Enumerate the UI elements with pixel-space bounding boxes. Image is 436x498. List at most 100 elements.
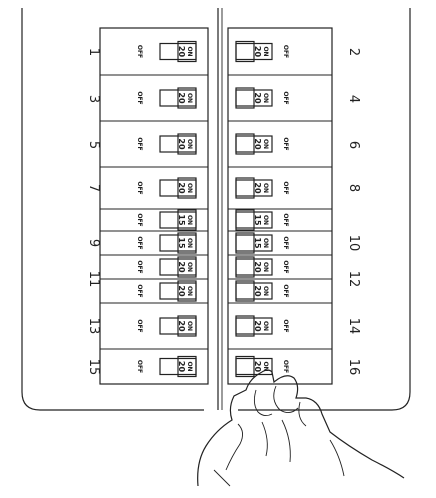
circuit-number: 8: [346, 184, 361, 192]
circuit-number: 6: [346, 141, 361, 149]
off-label: OFF: [282, 213, 289, 226]
circuit-number: 4: [346, 95, 361, 103]
off-label: OFF: [136, 319, 143, 332]
off-label: OFF: [282, 236, 289, 249]
amp-rating: 20: [177, 320, 186, 332]
off-label: OFF: [136, 213, 143, 226]
on-label: ON: [262, 183, 269, 193]
amp-rating: 20: [177, 92, 186, 104]
amp-rating: 20: [253, 46, 262, 58]
on-label: ON: [262, 46, 269, 56]
amp-rating: 20: [253, 182, 262, 194]
panel-outline: [21, 8, 411, 411]
off-label: OFF: [282, 45, 289, 58]
on-label: ON: [186, 321, 193, 331]
amp-rating: 15: [253, 237, 262, 249]
amp-rating: 20: [177, 138, 186, 150]
off-label: OFF: [136, 360, 143, 373]
on-label: ON: [262, 262, 269, 272]
on-label: ON: [262, 139, 269, 149]
amp-rating: 20: [253, 285, 262, 297]
right-breaker-column: [227, 27, 333, 385]
off-label: OFF: [282, 137, 289, 150]
on-label: ON: [186, 361, 193, 371]
amp-rating: 20: [253, 361, 262, 373]
circuit-number: 15: [86, 359, 101, 376]
on-label: ON: [262, 238, 269, 248]
on-label: ON: [262, 361, 269, 371]
on-label: ON: [262, 93, 269, 103]
off-label: OFF: [282, 181, 289, 194]
off-label: OFF: [136, 91, 143, 104]
amp-rating: 20: [177, 361, 186, 373]
circuit-number: 12: [346, 271, 361, 288]
amp-rating: 20: [177, 182, 186, 194]
circuit-number: 2: [346, 48, 361, 56]
off-label: OFF: [282, 360, 289, 373]
on-label: ON: [186, 262, 193, 272]
amp-rating: 20: [177, 285, 186, 297]
on-label: ON: [186, 183, 193, 193]
circuit-number: 3: [86, 95, 101, 103]
amp-rating: 20: [253, 261, 262, 273]
off-label: OFF: [282, 284, 289, 297]
amp-rating: 20: [253, 138, 262, 150]
amp-rating: 15: [253, 214, 262, 226]
circuit-number: 1: [86, 48, 101, 56]
on-label: ON: [186, 93, 193, 103]
on-label: ON: [262, 215, 269, 225]
amp-rating: 15: [177, 214, 186, 226]
on-label: ON: [262, 321, 269, 331]
off-label: OFF: [136, 45, 143, 58]
circuit-number: 14: [346, 318, 361, 335]
off-label: OFF: [282, 91, 289, 104]
amp-rating: 20: [177, 261, 186, 273]
on-label: ON: [186, 46, 193, 56]
off-label: OFF: [136, 236, 143, 249]
off-label: OFF: [136, 137, 143, 150]
off-label: OFF: [136, 284, 143, 297]
off-label: OFF: [136, 260, 143, 273]
off-label: OFF: [136, 181, 143, 194]
circuit-number: 9: [86, 239, 101, 247]
amp-rating: 15: [177, 237, 186, 249]
on-label: ON: [186, 139, 193, 149]
circuit-number: 11: [86, 271, 101, 288]
circuit-number: 7: [86, 184, 101, 192]
off-label: OFF: [282, 260, 289, 273]
on-label: ON: [186, 215, 193, 225]
amp-rating: 20: [253, 320, 262, 332]
amp-rating: 20: [253, 92, 262, 104]
circuit-number: 5: [86, 141, 101, 149]
on-label: ON: [186, 286, 193, 296]
amp-rating: 20: [177, 46, 186, 58]
off-label: OFF: [282, 319, 289, 332]
circuit-number: 10: [346, 235, 361, 252]
